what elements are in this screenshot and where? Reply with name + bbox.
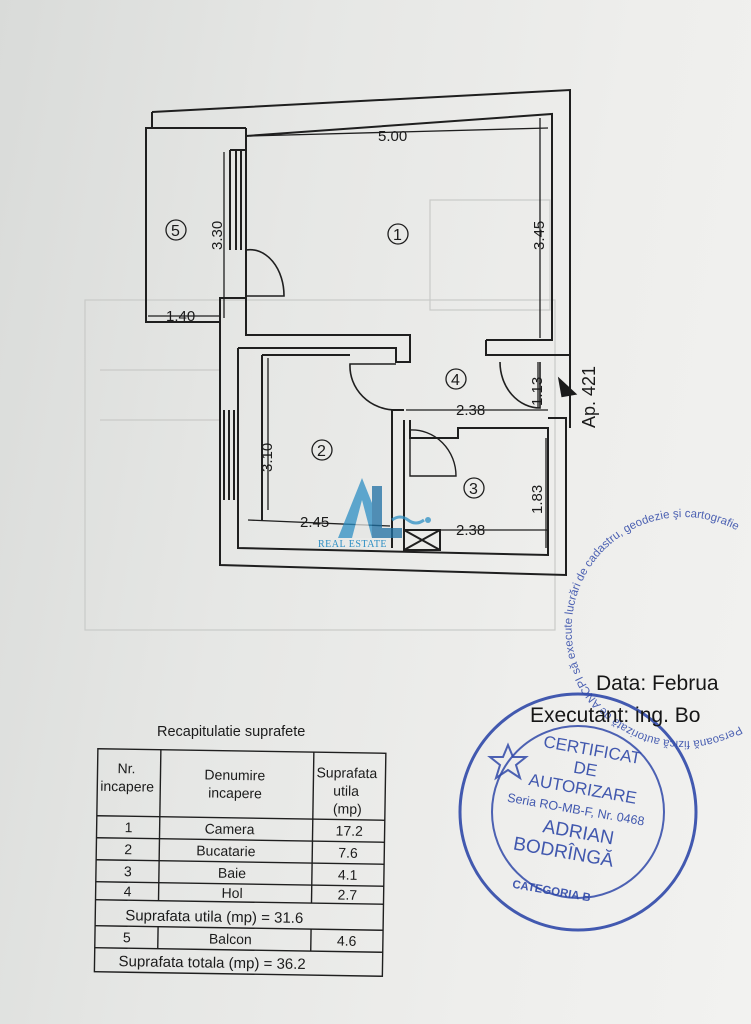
subtotal-row: Suprafata utila (mp) = 31.6 [125, 907, 303, 927]
row3-name: Baie [218, 865, 246, 881]
dim-hall-width: 2.38 [456, 402, 485, 419]
watermark-logo-icon [338, 478, 431, 538]
row2-nr: 2 [124, 841, 132, 857]
dimension-lines [148, 118, 549, 548]
room-number-1: 1 [393, 227, 402, 244]
row3-nr: 3 [124, 863, 132, 879]
dim-room1-height: 3.45 [531, 221, 548, 250]
row3-area: 4.1 [338, 867, 358, 883]
dim-hall-depth: 1.13 [529, 377, 546, 406]
total-row: Suprafata totala (mp) = 36.2 [118, 953, 305, 973]
stamp-star-icon [487, 742, 529, 781]
col-name-header-2: incapere [208, 784, 262, 801]
row5-area: 4.6 [337, 933, 357, 949]
row1-area: 17.2 [336, 822, 364, 838]
dim-bath-width: 2.38 [456, 522, 485, 539]
row4-nr: 4 [124, 883, 132, 899]
room-number-2: 2 [317, 443, 326, 460]
col-nr-header-2: incapere [100, 778, 154, 795]
apartment-label: Ap. 421 [579, 366, 599, 428]
dim-kitchen-height: 3.10 [259, 443, 276, 472]
room-number-5: 5 [171, 223, 180, 240]
room-number-4: 4 [451, 372, 460, 389]
walls [145, 88, 571, 577]
doors [245, 248, 541, 477]
row1-name: Camera [205, 820, 255, 837]
col-area-header-2: utila [333, 782, 359, 798]
row2-area: 7.6 [338, 845, 358, 861]
row5-nr: 5 [123, 929, 131, 945]
col-area-header-1: Suprafata [316, 764, 377, 781]
stamp-line-de: DE [572, 758, 599, 781]
recap-title: Recapitulatie suprafete [157, 724, 306, 740]
date-label: Data: Februa [596, 672, 719, 695]
row1-nr: 1 [125, 819, 133, 835]
dim-room1-width: 5.00 [378, 128, 407, 145]
row2-name: Bucatarie [196, 842, 256, 859]
dim-balcony-height: 3.30 [209, 221, 226, 250]
row4-name: Hol [222, 885, 243, 901]
room-markers [165, 219, 485, 499]
watermark-text: REAL ESTATE [318, 539, 388, 550]
room-number-3: 3 [469, 481, 478, 498]
col-name-header-1: Denumire [204, 766, 265, 783]
row5-name: Balcon [209, 931, 252, 948]
entrance-arrow-icon [557, 376, 578, 398]
ghost-lines [84, 199, 556, 631]
row4-area: 2.7 [338, 887, 358, 903]
dim-balcony-width: 1.40 [166, 308, 195, 325]
stamp-category: CATEGORIA B [511, 879, 591, 905]
executant-label: Executant: ing. Bo [530, 704, 701, 727]
recap-table: Nr. incapere Denumire incapere Suprafata… [93, 748, 387, 977]
col-nr-header-1: Nr. [117, 760, 135, 776]
dim-bath-height: 1.83 [529, 485, 546, 514]
dim-kitchen-width: 2.45 [300, 514, 329, 531]
col-area-header-3: (mp) [333, 800, 362, 816]
